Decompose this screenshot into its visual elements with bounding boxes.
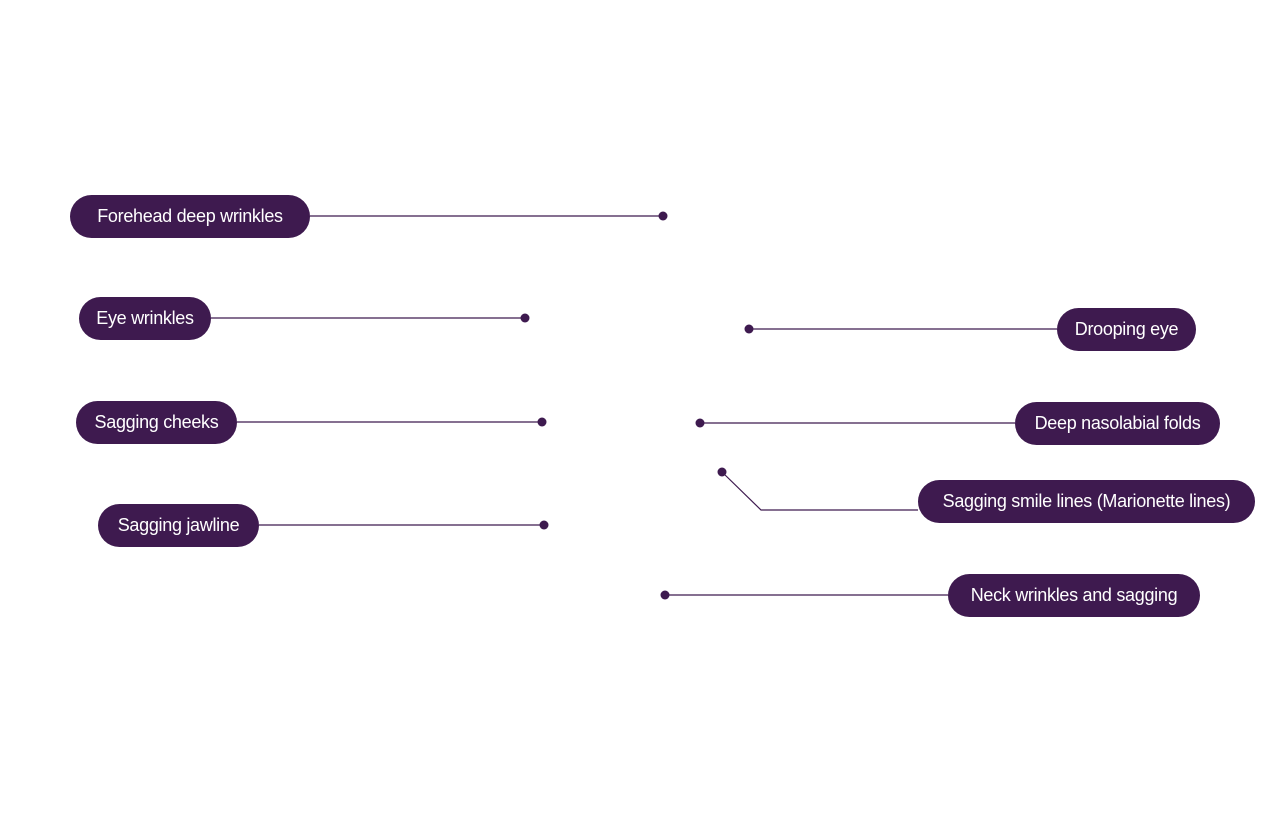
marker-dot-drooping-eye: [744, 324, 754, 334]
label-neck-wrinkles: Neck wrinkles and sagging: [948, 574, 1200, 617]
marker-dot-neck: [660, 590, 670, 600]
label-marionette-lines: Sagging smile lines (Marionette lines): [918, 480, 1255, 523]
label-eye-wrinkles: Eye wrinkles: [79, 297, 211, 340]
label-deep-nasolabial-folds: Deep nasolabial folds: [1015, 402, 1220, 445]
marker-dot-forehead: [658, 211, 668, 221]
label-drooping-eye: Drooping eye: [1057, 308, 1196, 351]
label-forehead-deep-wrinkles: Forehead deep wrinkles: [70, 195, 310, 238]
marker-dot-sagging-cheeks: [537, 417, 547, 427]
marker-dot-nasolabial: [695, 418, 705, 428]
leader-line-marionette: [721, 471, 918, 511]
marker-dot-marionette: [717, 467, 727, 477]
label-sagging-cheeks: Sagging cheeks: [76, 401, 237, 444]
label-sagging-jawline: Sagging jawline: [98, 504, 259, 547]
marker-dot-eye-wrinkles: [520, 313, 530, 323]
marker-dot-sagging-jawline: [539, 520, 549, 530]
